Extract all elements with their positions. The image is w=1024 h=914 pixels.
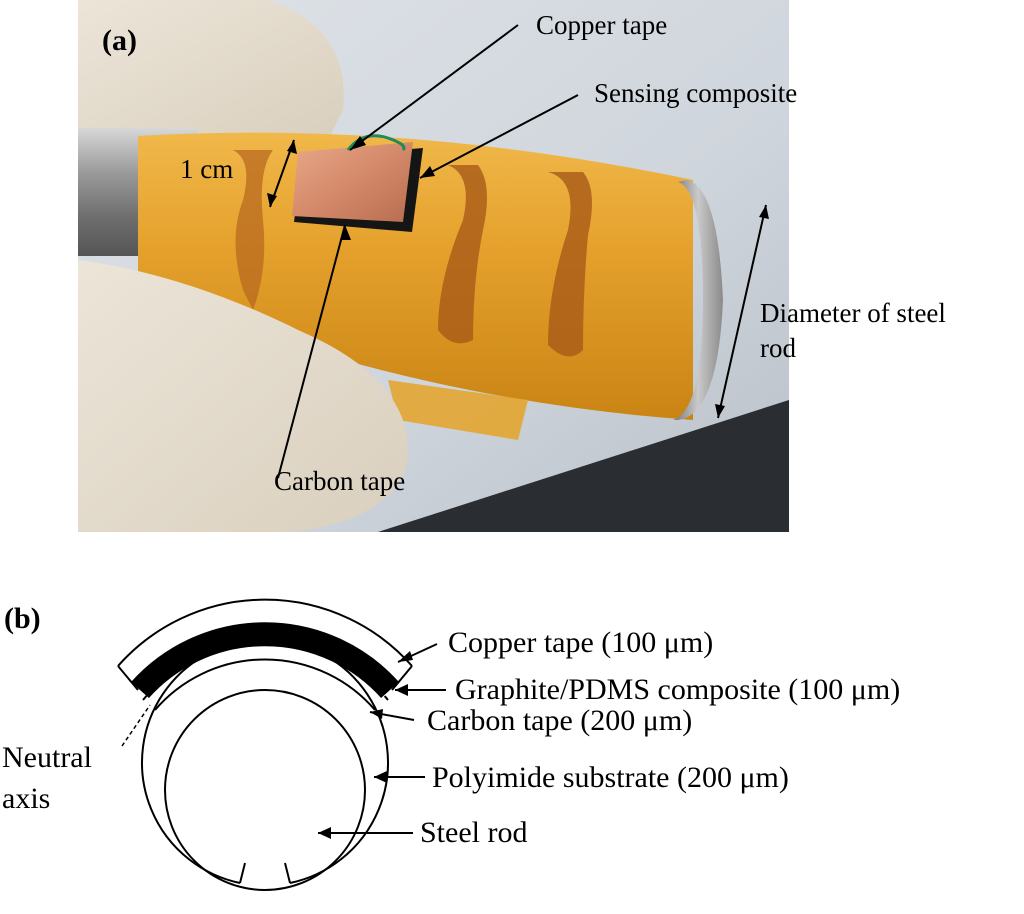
table-shadow <box>378 400 789 532</box>
label-1cm: 1 cm <box>180 154 234 184</box>
label-diameter: Diameter of steel rod <box>760 298 946 364</box>
diagram-arrows <box>318 643 446 834</box>
polyimide-gap-left <box>239 862 246 884</box>
carbon-tape-arc <box>154 658 376 711</box>
photo-panel <box>78 0 789 532</box>
polyimide-outer-edge <box>141 638 389 884</box>
electrode-trace-2 <box>438 165 487 344</box>
copper-tape-square <box>292 142 413 222</box>
copper-edge-left <box>117 665 139 691</box>
copper-tape-arc <box>117 598 413 667</box>
steel-rod-end <box>673 180 723 420</box>
neutral-axis-arc <box>142 640 389 701</box>
electrode-trace-3 <box>548 172 592 357</box>
polyimide-gap-right <box>284 862 291 884</box>
panel-a-tag: (a) <box>102 24 137 57</box>
label-polyimide-thickness: Polyimide substrate (200 μm) <box>432 761 789 794</box>
label-copper-tape-thickness: Copper tape (100 μm) <box>448 626 714 659</box>
steel-rod-circle <box>164 689 366 891</box>
composite-arc <box>131 622 399 699</box>
tape-flap <box>388 380 528 440</box>
label-carbon-tape: Carbon tape <box>274 466 406 496</box>
label-neutral-axis: Neutral axis <box>2 741 92 815</box>
sensor-photo <box>78 0 789 532</box>
copper-edge-right <box>391 665 413 691</box>
photo-arrows <box>269 24 767 479</box>
label-steel-rod: Steel rod <box>420 816 528 849</box>
photo-arrowheads <box>267 136 769 418</box>
electrode-trace-1 <box>233 150 273 310</box>
label-composite-thickness: Graphite/PDMS composite (100 μm) <box>455 673 901 706</box>
glove-hand <box>78 260 408 532</box>
label-sensing-composite: Sensing composite <box>594 78 798 108</box>
glove-finger <box>78 0 344 140</box>
label-copper-tape: Copper tape <box>536 10 668 40</box>
label-carbon-tape-thickness: Carbon tape (200 μm) <box>427 704 693 737</box>
panel-b-tag: (b) <box>4 602 41 635</box>
diagram-arrowheads <box>318 651 413 839</box>
